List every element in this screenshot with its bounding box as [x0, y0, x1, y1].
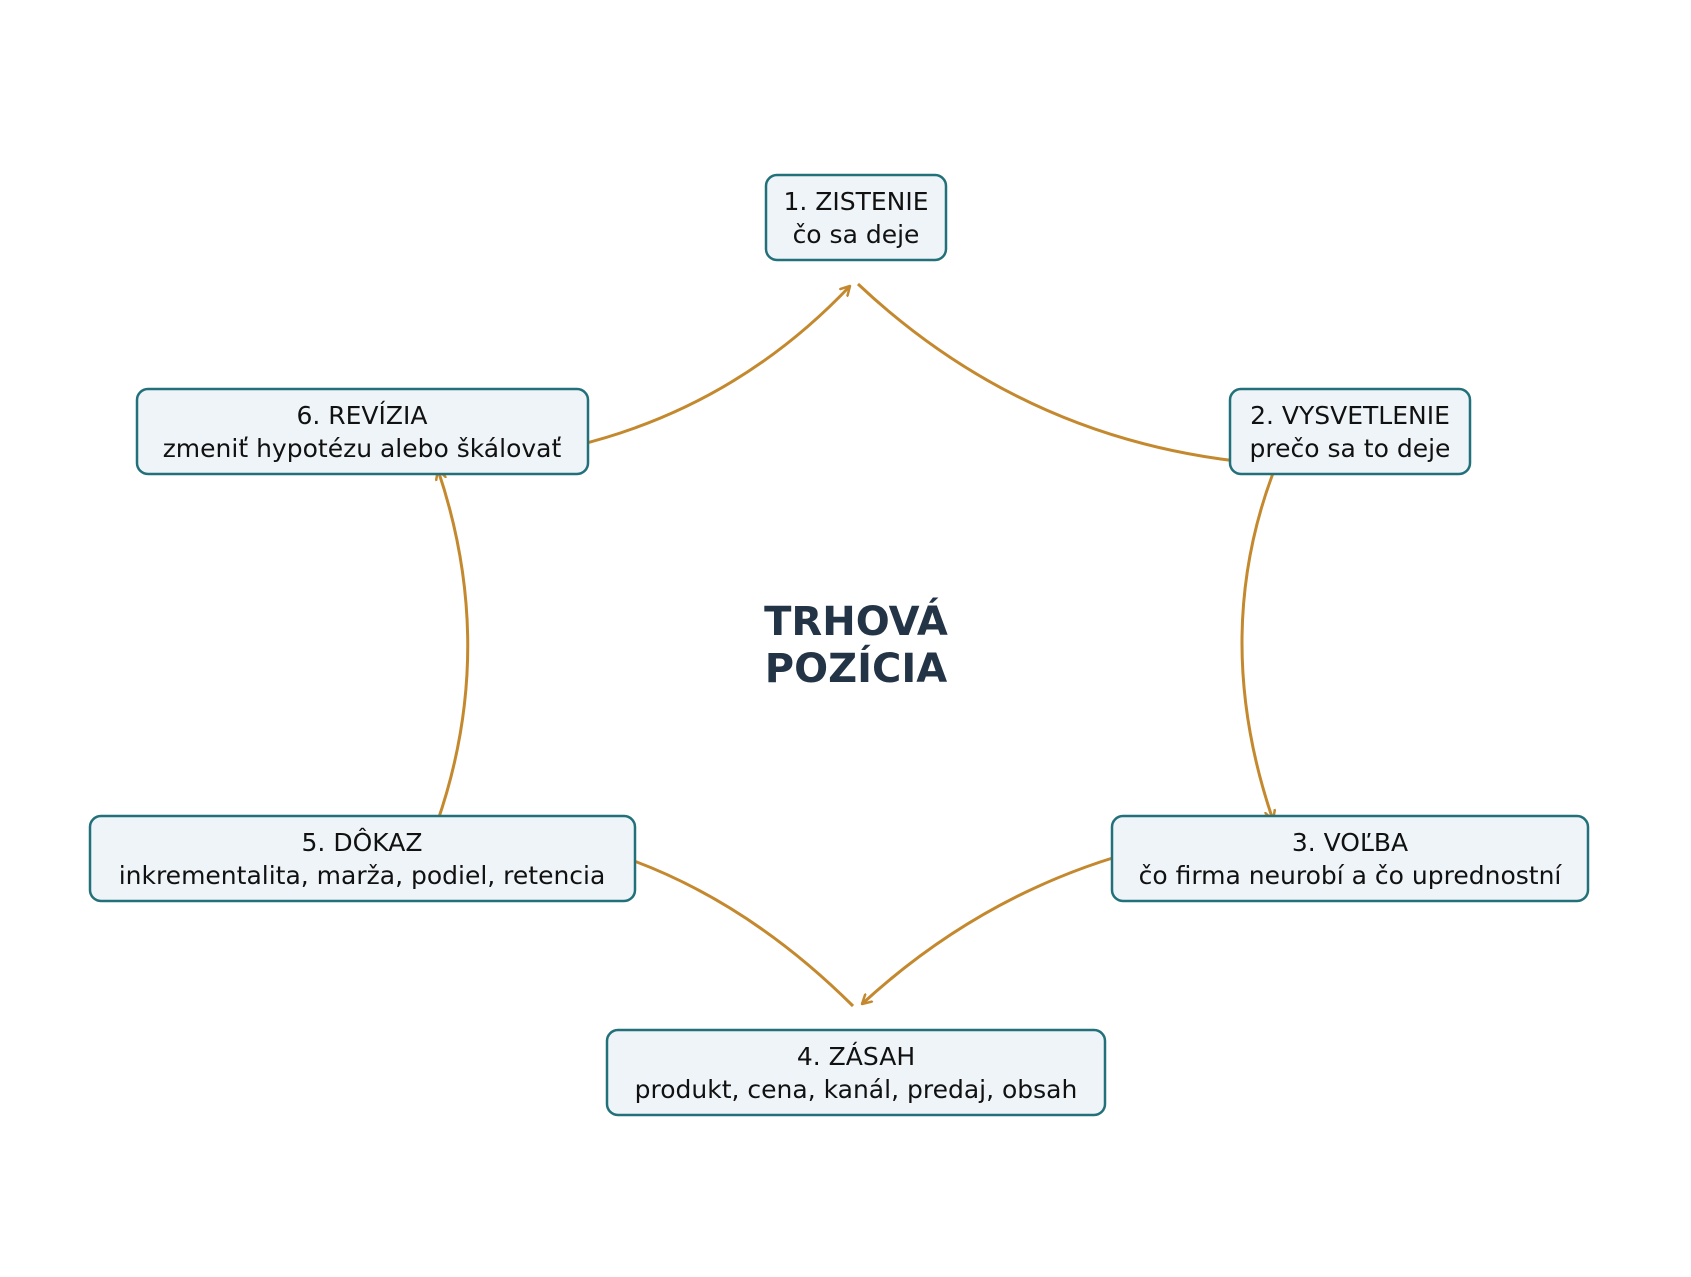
- step-3-subtitle: čo firma neurobí a čo uprednostní: [1139, 861, 1563, 890]
- center-label-line2: POZÍCIA: [765, 644, 947, 692]
- step-1-subtitle: čo sa deje: [793, 220, 920, 249]
- step-5-title: 5. DÔKAZ: [302, 827, 423, 857]
- step-6-subtitle: zmeniť hypotézu alebo škálovať: [163, 434, 562, 463]
- step-3-title: 3. VOĽBA: [1292, 828, 1408, 857]
- arrow-1-to-2: [856, 282, 1267, 464]
- step-2-box: 2. VYSVETLENIE prečo sa to deje: [1228, 387, 1472, 476]
- step-6-box: 6. REVÍZIA zmeniť hypotézu alebo škálova…: [135, 387, 590, 476]
- step-5-box: 5. DÔKAZ inkrementalita, marža, podiel, …: [88, 814, 637, 903]
- step-1-box: 1. ZISTENIE čo sa deje: [764, 173, 948, 262]
- step-2-subtitle: prečo sa to deje: [1250, 434, 1451, 463]
- center-label-line1: TRHOVÁ: [764, 597, 948, 645]
- arrow-2-to-3: [1240, 467, 1277, 820]
- step-4-title: 4. ZÁSAH: [797, 1042, 915, 1071]
- arrow-5-to-6: [437, 470, 470, 824]
- step-5-subtitle: inkrementalita, marža, podiel, retencia: [119, 861, 606, 890]
- step-2-title: 2. VYSVETLENIE: [1250, 401, 1450, 430]
- step-6-title: 6. REVÍZIA: [296, 401, 427, 430]
- step-4-subtitle: produkt, cena, kanál, predaj, obsah: [635, 1075, 1078, 1104]
- step-4-box: 4. ZÁSAH produkt, cena, kanál, predaj, o…: [605, 1028, 1107, 1117]
- step-3-box: 3. VOĽBA čo firma neurobí a čo uprednost…: [1110, 814, 1590, 903]
- step-1-title: 1. ZISTENIE: [783, 187, 928, 216]
